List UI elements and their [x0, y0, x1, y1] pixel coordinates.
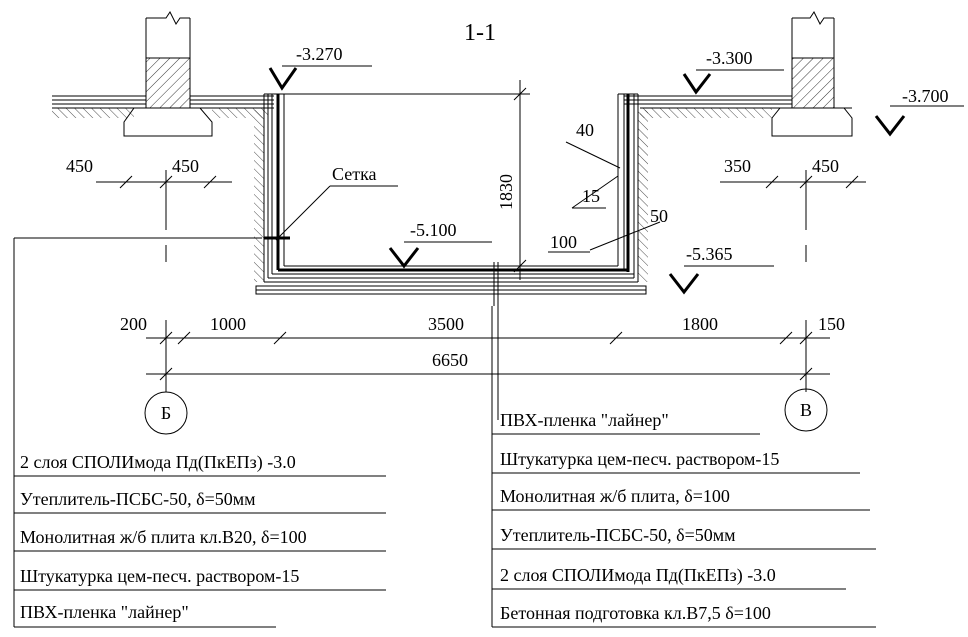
svg-text:50: 50	[650, 206, 668, 226]
wall-layer-callouts: 40 15 100 50	[548, 120, 668, 253]
svg-text:Б: Б	[161, 403, 171, 423]
lower-dims: 200 1000 3500 1800 150 6650	[120, 314, 845, 381]
svg-text:6650: 6650	[432, 350, 468, 370]
svg-text:-5.100: -5.100	[410, 220, 457, 240]
elevation-right-top: -3.300	[682, 48, 784, 95]
svg-text:-5.365: -5.365	[686, 244, 733, 264]
mesh-callout: Сетка	[264, 164, 398, 241]
svg-text:15: 15	[582, 186, 600, 206]
pool-left-wall	[254, 93, 285, 282]
svg-text:450: 450	[172, 156, 199, 176]
left-layer-1: 2 слоя СПОЛИмода Пд(ПкЕПз) -3.0	[20, 452, 296, 473]
right-footing	[771, 107, 853, 137]
svg-text:150: 150	[818, 314, 845, 334]
left-layer-5: ПВХ-пленка "лайнер"	[20, 602, 189, 622]
left-footing	[123, 107, 213, 137]
right-layer-list: ПВХ-пленка "лайнер" Штукатурка цем-песч.…	[492, 410, 876, 628]
svg-text:450: 450	[812, 156, 839, 176]
pool-bottom	[255, 265, 647, 295]
svg-text:450: 450	[66, 156, 93, 176]
elevation-pool-bottom: -5.100	[388, 220, 492, 269]
right-layer-1: ПВХ-пленка "лайнер"	[500, 410, 669, 430]
left-layer-list: 2 слоя СПОЛИмода Пд(ПкЕПз) -3.0 Утеплите…	[14, 452, 386, 628]
svg-text:Сетка: Сетка	[332, 164, 377, 184]
axis-bubble-right: В	[784, 388, 828, 432]
depth-dimension: 1830	[284, 80, 530, 280]
elevation-far-right: -3.700	[874, 86, 964, 137]
right-wall	[791, 11, 835, 109]
svg-text:350: 350	[724, 156, 751, 176]
left-layer-3: Монолитная ж/б плита кл.В20, δ=100	[20, 527, 307, 547]
svg-text:3500: 3500	[428, 314, 464, 334]
left-layer-leader	[13, 237, 262, 627]
right-layer-2: Штукатурка цем-песч. раствором-15	[500, 449, 779, 469]
svg-text:1000: 1000	[210, 314, 246, 334]
pool-right-wall	[617, 93, 648, 282]
right-layer-5: 2 слоя СПОЛИмода Пд(ПкЕПз) -3.0	[500, 565, 776, 586]
svg-text:200: 200	[120, 314, 147, 334]
right-layer-4: Утеплитель-ПСБС-50, δ=50мм	[500, 525, 736, 545]
right-layer-6: Бетонная подготовка кл.В7,5 δ=100	[500, 603, 771, 623]
right-layer-3: Монолитная ж/б плита, δ=100	[500, 486, 730, 506]
elevation-slab-bottom: -5.365	[668, 244, 774, 295]
left-layer-4: Штукатурка цем-песч. раствором-15	[20, 566, 299, 586]
elevation-left-top: -3.270	[268, 44, 372, 91]
left-ground-layers	[52, 95, 274, 118]
right-ground-layers	[624, 95, 852, 118]
svg-text:100: 100	[550, 232, 577, 252]
left-layer-2: Утеплитель-ПСБС-50, δ=50мм	[20, 489, 256, 509]
svg-text:1800: 1800	[682, 314, 718, 334]
left-wall	[145, 11, 191, 109]
upper-dims-right: 350 450	[720, 156, 866, 230]
svg-text:-3.300: -3.300	[706, 48, 753, 68]
upper-dims-left: 450 450	[66, 156, 232, 230]
axis-lines	[165, 245, 807, 420]
svg-text:В: В	[800, 400, 812, 420]
svg-text:1830: 1830	[496, 174, 516, 210]
svg-text:-3.700: -3.700	[902, 86, 949, 106]
svg-text:40: 40	[576, 120, 594, 140]
svg-text:-3.270: -3.270	[296, 44, 343, 64]
section-title: 1-1	[464, 20, 496, 46]
axis-bubble-left: Б	[144, 391, 188, 435]
